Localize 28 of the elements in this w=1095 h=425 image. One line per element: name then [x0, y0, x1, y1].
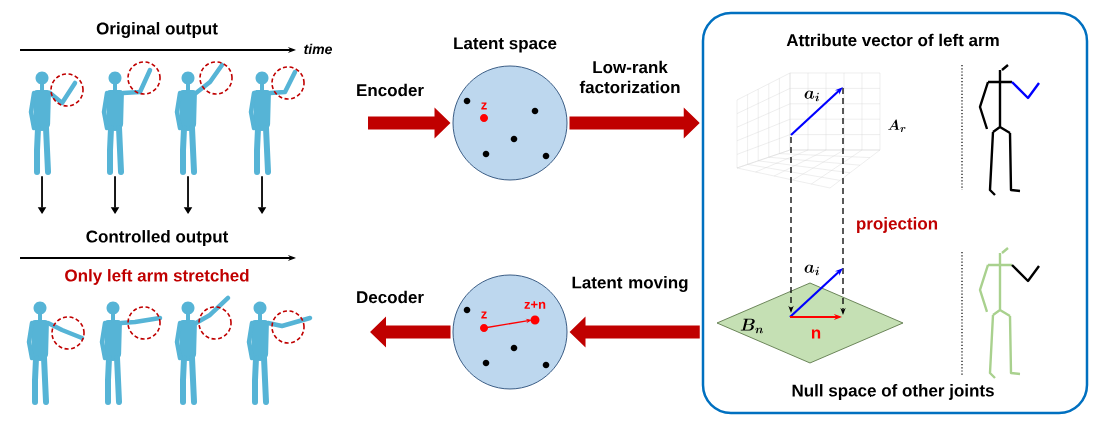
edge-label: Latent moving: [572, 276, 688, 292]
edge-label: Low-rank factorization: [579, 60, 680, 94]
point-label: z: [481, 102, 487, 110]
person-figure: [28, 71, 78, 175]
plane-label: $B_n$: [740, 318, 764, 334]
person-figure: [99, 301, 163, 405]
person-figure: [174, 62, 225, 175]
person-figure: [246, 301, 313, 405]
point-label: z: [481, 311, 487, 319]
axis-label: time: [304, 43, 332, 55]
vector-label: n: [811, 329, 821, 339]
vector-label: $a_i$: [804, 90, 820, 102]
panel-heading: Null space of other joints: [792, 384, 994, 400]
heading: Controlled output: [86, 230, 229, 246]
edge-label: Decoder: [357, 290, 424, 304]
projection-label: projection: [857, 217, 938, 233]
person-figure: [248, 69, 298, 175]
heading: Latent space: [454, 37, 557, 53]
person-figure: [101, 67, 153, 175]
heading: Original output: [96, 22, 218, 38]
subheading: Only left arm stretched: [65, 269, 249, 285]
point-label: z+n: [524, 301, 546, 309]
vector-label: $a_i$: [804, 264, 820, 276]
panel-heading: Attribute vector of left arm: [786, 33, 999, 47]
space-label: $A_r$: [888, 119, 906, 133]
person-figure: [174, 295, 231, 405]
person-figure: [26, 301, 85, 405]
edge-label: Encoder: [357, 83, 424, 97]
